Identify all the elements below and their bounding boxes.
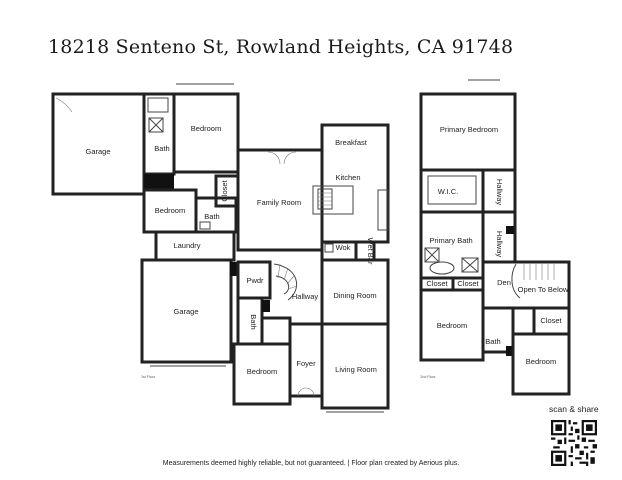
laundry-label: Laundry — [173, 241, 200, 250]
structural-post-4 — [506, 226, 514, 234]
bath-4-label: Bath — [485, 337, 500, 346]
family-room-label: Family Room — [257, 198, 301, 207]
primary-bath-shower-2 — [461, 257, 479, 273]
structural-post — [144, 174, 174, 190]
breakfast-label: Breakfast — [335, 138, 368, 147]
kitchen-counter — [377, 189, 389, 231]
garage-bottom-label: Garage — [173, 307, 198, 316]
bath-3-label: Bath — [249, 314, 258, 329]
bath-1-tub — [147, 97, 169, 113]
primary-bath-shower-2-cross — [461, 257, 479, 273]
hallway-1-label: Hallway — [292, 292, 319, 301]
den-stair-curve — [511, 263, 521, 299]
family-room-patio-doors — [267, 151, 297, 165]
kitchen-label: Kitchen — [335, 173, 360, 182]
bath-4-walls — [481, 306, 515, 354]
closet-hall-walls — [260, 316, 292, 346]
bath-1-shower-cross — [148, 117, 164, 133]
scan-share-label: scan & share — [549, 404, 599, 414]
bath-1-shower — [148, 117, 164, 133]
kitchen-island-cooktop — [317, 188, 333, 210]
primary-bath-tub — [429, 261, 455, 275]
hallway-2-label: Hallway — [495, 179, 504, 206]
wic-label: W.I.C. — [438, 187, 458, 196]
powder-label: Pwdr — [246, 276, 264, 285]
wic-island — [427, 175, 477, 205]
address-title: 18218 Senteno St, Rowland Heights, CA 91… — [48, 36, 514, 58]
open-to-below-label: Open To Below — [518, 285, 569, 294]
bedroom-5-walls — [511, 332, 571, 396]
bedroom-1-walls — [172, 92, 240, 174]
closet-1-label: Closet — [220, 179, 229, 201]
second-floor — [419, 79, 571, 396]
closet-2-label: Closet — [426, 279, 448, 288]
den-label: Den — [497, 278, 511, 287]
structural-post-3 — [262, 300, 270, 312]
primary-bath-label: Primary Bath — [429, 236, 472, 245]
hallway-3-label: Hallway — [495, 231, 504, 258]
living-room-walls — [320, 322, 390, 410]
stair-treads — [277, 263, 298, 290]
closet-4-label: Closet — [540, 316, 562, 325]
garage-top-walls — [51, 92, 146, 196]
wok-label: Wok — [336, 243, 351, 252]
second-floor-tag: 2nd Floor — [420, 375, 436, 379]
primary-bath-shower-cross — [424, 247, 440, 263]
footer-disclaimer: Measurements deemed highly reliable, but… — [162, 460, 460, 467]
living-room-label: Living Room — [335, 365, 377, 374]
bath-1-label: Bath — [154, 144, 169, 153]
dining-room-label: Dining Room — [333, 291, 376, 300]
stair-curve-outer — [273, 263, 297, 301]
stair-curve-inner — [275, 275, 290, 295]
garage-top-label: Garage — [85, 147, 110, 156]
wok-stove — [324, 243, 334, 253]
kitchen-island — [312, 185, 354, 215]
front-doors — [297, 387, 315, 397]
bedroom-2-label: Bedroom — [155, 206, 185, 215]
bath-2-sink — [199, 221, 211, 230]
bedroom-4-label: Bedroom — [437, 321, 467, 330]
first-floor-tag: 1st Floor — [141, 375, 156, 379]
open-to-below-rail — [523, 264, 555, 280]
bedroom-5-label: Bedroom — [526, 357, 556, 366]
den-walls — [481, 260, 571, 310]
foyer-label: Foyer — [296, 359, 316, 368]
primary-bedroom-label: Primary Bedroom — [440, 125, 498, 134]
bedroom-1-label: Bedroom — [191, 124, 221, 133]
structural-post-2 — [230, 262, 238, 276]
structural-post-5 — [506, 346, 514, 356]
closet-3-label: Closet — [457, 279, 479, 288]
bedroom-3-label: Bedroom — [247, 367, 277, 376]
bath-2-label: Bath — [204, 212, 219, 221]
island-hatch — [318, 192, 332, 206]
wet-bar-label: Wet Bar — [366, 238, 375, 265]
primary-bath-shower — [424, 247, 440, 263]
first-floor — [51, 83, 390, 413]
qr-code-icon[interactable] — [551, 420, 597, 466]
garage-bottom-walls — [140, 258, 233, 364]
garage-door-arc — [55, 97, 73, 113]
